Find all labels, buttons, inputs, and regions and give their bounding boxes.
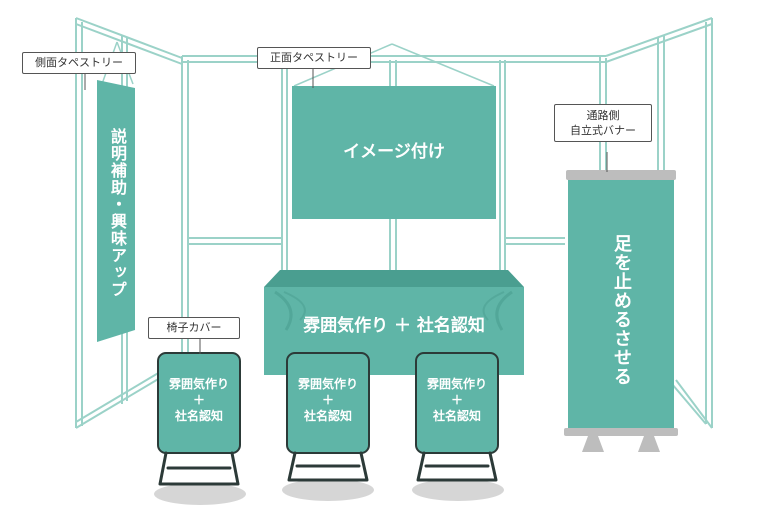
front-tapestry-text: イメージ付け xyxy=(343,142,445,162)
chair-text-line3: 社名認知 xyxy=(174,409,223,423)
floor-shadows xyxy=(154,479,504,505)
front-tapestry xyxy=(292,43,496,219)
chair-text-line2: ＋ xyxy=(321,393,334,407)
chair-text-2: 雰囲気作り ＋ 社名認知 xyxy=(287,376,369,424)
callout-aisle-banner-line2: 自立式バナー xyxy=(570,124,636,137)
chair-text-line1: 雰囲気作り xyxy=(168,377,229,391)
callout-aisle-banner: 通路側 自立式バナー xyxy=(554,104,652,142)
callout-aisle-banner-line1: 通路側 xyxy=(586,109,620,122)
chair-text-line2: ＋ xyxy=(450,393,463,407)
chair-text-1: 雰囲気作り ＋ 社名認知 xyxy=(158,376,240,424)
chair-text-line3: 社名認知 xyxy=(432,409,481,423)
callout-front-tapestry: 正面タペストリー xyxy=(257,47,371,69)
chair-text-line1: 雰囲気作り xyxy=(426,377,487,391)
side-tapestry-text: 説明補助・興味アップ xyxy=(108,128,127,298)
chair-text-line1: 雰囲気作り xyxy=(297,377,358,391)
chair-text-line2: ＋ xyxy=(192,393,205,407)
callout-side-tapestry-text: 側面タペストリー xyxy=(35,56,123,69)
callout-chair-cover: 椅子カバー xyxy=(148,317,240,339)
table-cover-text: 雰囲気作り ＋ 社名認知 xyxy=(303,316,485,336)
callout-chair-cover-text: 椅子カバー xyxy=(166,321,222,334)
callout-side-tapestry: 側面タペストリー xyxy=(22,52,136,74)
chair-text-3: 雰囲気作り ＋ 社名認知 xyxy=(416,376,498,424)
chair xyxy=(415,352,499,482)
chair-text-line3: 社名認知 xyxy=(303,409,352,423)
chair xyxy=(157,352,241,486)
callout-front-tapestry-text: 正面タペストリー xyxy=(270,51,358,64)
roll-up-banner xyxy=(564,170,678,452)
chair xyxy=(286,352,370,482)
banner-text: 足を止めるさせる xyxy=(611,234,632,386)
